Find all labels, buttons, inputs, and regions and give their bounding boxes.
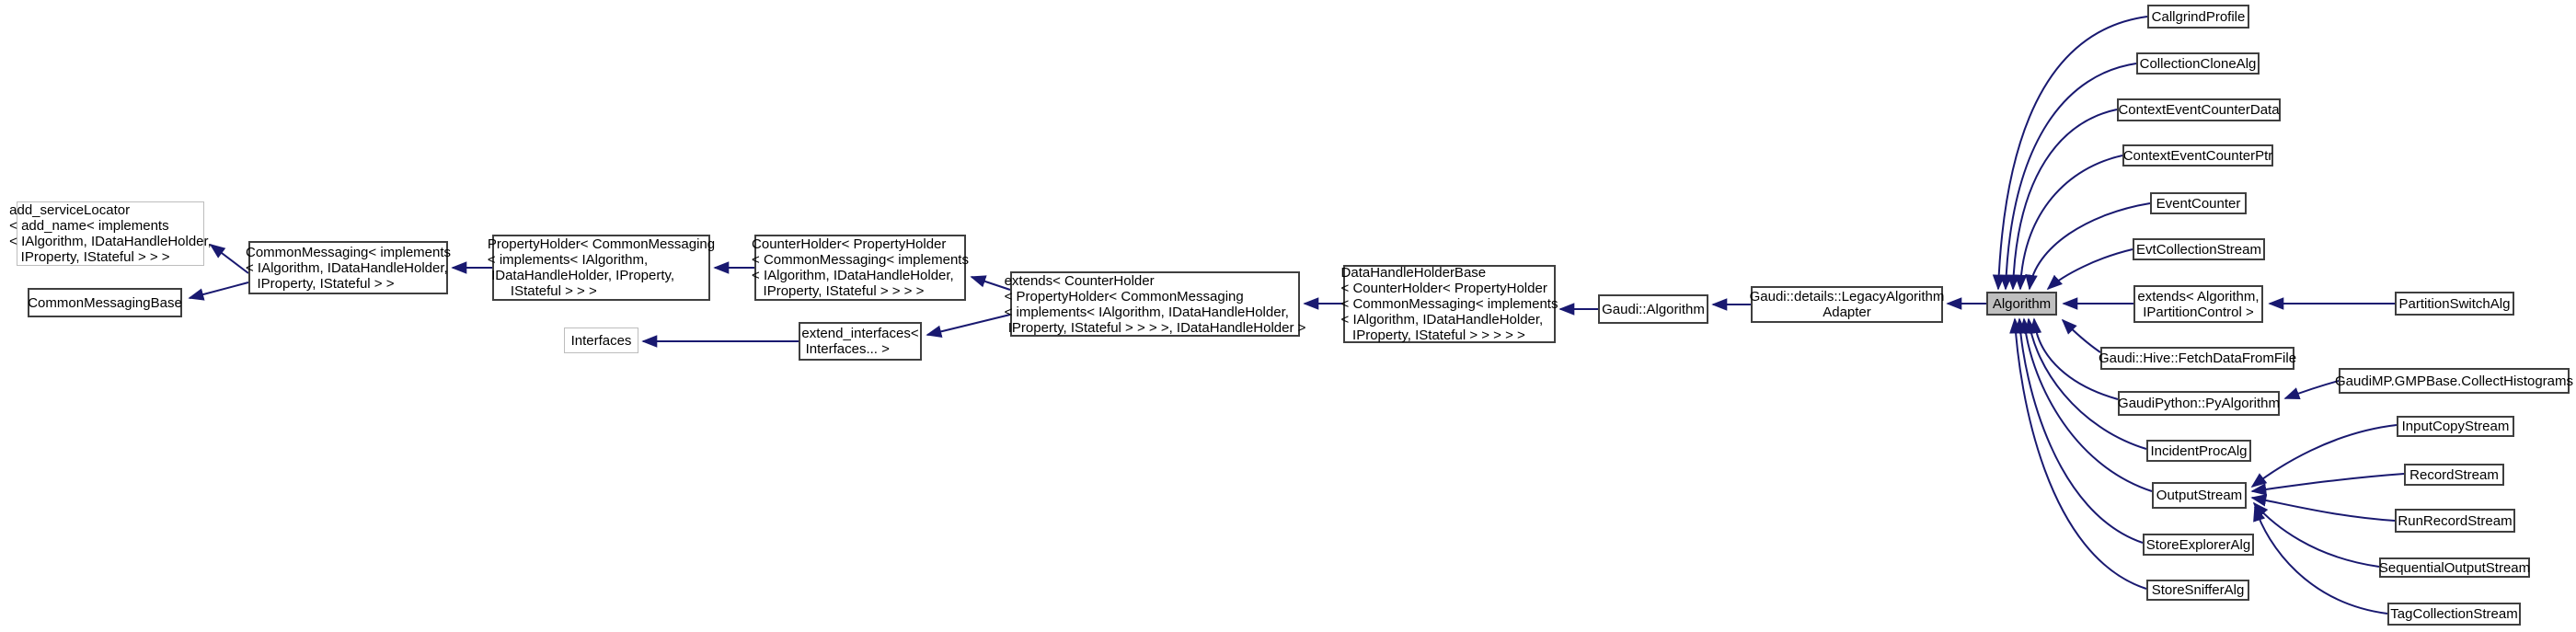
edge-common-messaging-to-add-service-locator — [209, 243, 249, 274]
edge-run-record-stream-to-output-stream — [2250, 494, 2396, 522]
node-py-algorithm[interactable]: GaudiPython::PyAlgorithm — [2118, 391, 2280, 416]
node-add-service-locator[interactable]: add_serviceLocator < add_name< implement… — [9, 201, 212, 266]
node-record-stream[interactable]: RecordStream — [2404, 464, 2504, 486]
edge-output-stream-to-algorithm — [2018, 317, 2153, 492]
edge-store-explorer-alg-to-algorithm — [2014, 317, 2144, 544]
node-extends-ipartition-control[interactable]: extends< Algorithm, IPartitionControl > — [2133, 285, 2263, 323]
edge-common-messaging-to-common-messaging-base — [188, 282, 249, 301]
edge-incident-proc-alg-to-algorithm — [2024, 317, 2147, 450]
node-store-sniffer-alg[interactable]: StoreSnifferAlg — [2146, 580, 2249, 601]
edge-collect-histograms-to-py-algorithm — [2283, 380, 2340, 399]
node-sequential-output-stream[interactable]: SequentialOutputStream — [2379, 557, 2530, 578]
edge-event-counter-to-algorithm — [2025, 202, 2151, 291]
node-input-copy-stream[interactable]: InputCopyStream — [2397, 416, 2514, 437]
edge-collection-clone-alg-to-algorithm — [1999, 63, 2137, 291]
edge-context-event-counter-data-to-algorithm — [2007, 109, 2118, 291]
node-output-stream[interactable]: OutputStream — [2152, 482, 2247, 509]
node-property-holder[interactable]: PropertyHolder< CommonMessaging < implem… — [487, 235, 716, 301]
node-common-messaging[interactable]: CommonMessaging< implements < IAlgorithm… — [246, 241, 451, 294]
node-collection-clone-alg[interactable]: CollectionCloneAlg — [2136, 52, 2260, 75]
node-collect-histograms[interactable]: GaudiMP.GMPBase.CollectHistograms — [2335, 368, 2573, 394]
node-context-event-counter-data[interactable]: ContextEventCounterData — [2117, 98, 2281, 121]
node-extends-counter-holder[interactable]: extends< CounterHolder < PropertyHolder<… — [1004, 271, 1306, 337]
edge-tag-collection-stream-to-output-stream — [2253, 505, 2388, 615]
node-fetch-data-from-file[interactable]: Gaudi::Hive::FetchDataFromFile — [2099, 347, 2296, 370]
node-gaudi-algorithm[interactable]: Gaudi::Algorithm — [1598, 294, 1708, 324]
edge-sequential-output-stream-to-output-stream — [2252, 501, 2380, 568]
node-algorithm-current-class[interactable]: Algorithm — [1986, 292, 2057, 316]
node-run-record-stream[interactable]: RunRecordStream — [2395, 509, 2515, 533]
node-event-counter[interactable]: EventCounter — [2150, 192, 2247, 214]
node-extend-interfaces[interactable]: extend_interfaces< Interfaces... > — [799, 322, 922, 361]
node-legacy-algorithm-adapter[interactable]: Gaudi::details::LegacyAlgorithm Adapter — [1750, 286, 1944, 323]
edge-context-event-counter-ptr-to-algorithm — [2014, 155, 2123, 291]
node-counter-holder[interactable]: CounterHolder< PropertyHolder < CommonMe… — [752, 235, 969, 301]
edge-record-stream-to-output-stream — [2250, 473, 2405, 496]
node-common-messaging-base[interactable]: CommonMessagingBase — [28, 288, 182, 317]
node-incident-proc-alg[interactable]: IncidentProcAlg — [2146, 440, 2251, 462]
edge-extends-counter-holder-to-extend-interfaces — [926, 314, 1011, 338]
node-interfaces[interactable]: Interfaces — [564, 327, 638, 353]
edge-store-sniffer-alg-to-algorithm — [2009, 317, 2147, 590]
edge-input-copy-stream-to-output-stream — [2250, 424, 2398, 488]
edge-callgrind-profile-to-algorithm — [1992, 16, 2148, 291]
edge-extends-counter-holder-to-counter-holder — [970, 275, 1011, 291]
node-tag-collection-stream[interactable]: TagCollectionStream — [2387, 603, 2521, 626]
node-data-handle-holder-base[interactable]: DataHandleHolderBase < CounterHolder< Pr… — [1340, 265, 1558, 343]
node-callgrind-profile[interactable]: CallgrindProfile — [2147, 5, 2249, 29]
node-evt-collection-stream[interactable]: EvtCollectionStream — [2133, 238, 2265, 260]
edge-evt-collection-stream-to-algorithm — [2046, 248, 2133, 291]
edge-fetch-data-from-file-to-algorithm — [2061, 318, 2101, 353]
node-context-event-counter-ptr[interactable]: ContextEventCounterPtr — [2122, 144, 2273, 167]
node-store-explorer-alg[interactable]: StoreExplorerAlg — [2143, 534, 2254, 556]
node-partition-switch-alg[interactable]: PartitionSwitchAlg — [2395, 292, 2514, 316]
